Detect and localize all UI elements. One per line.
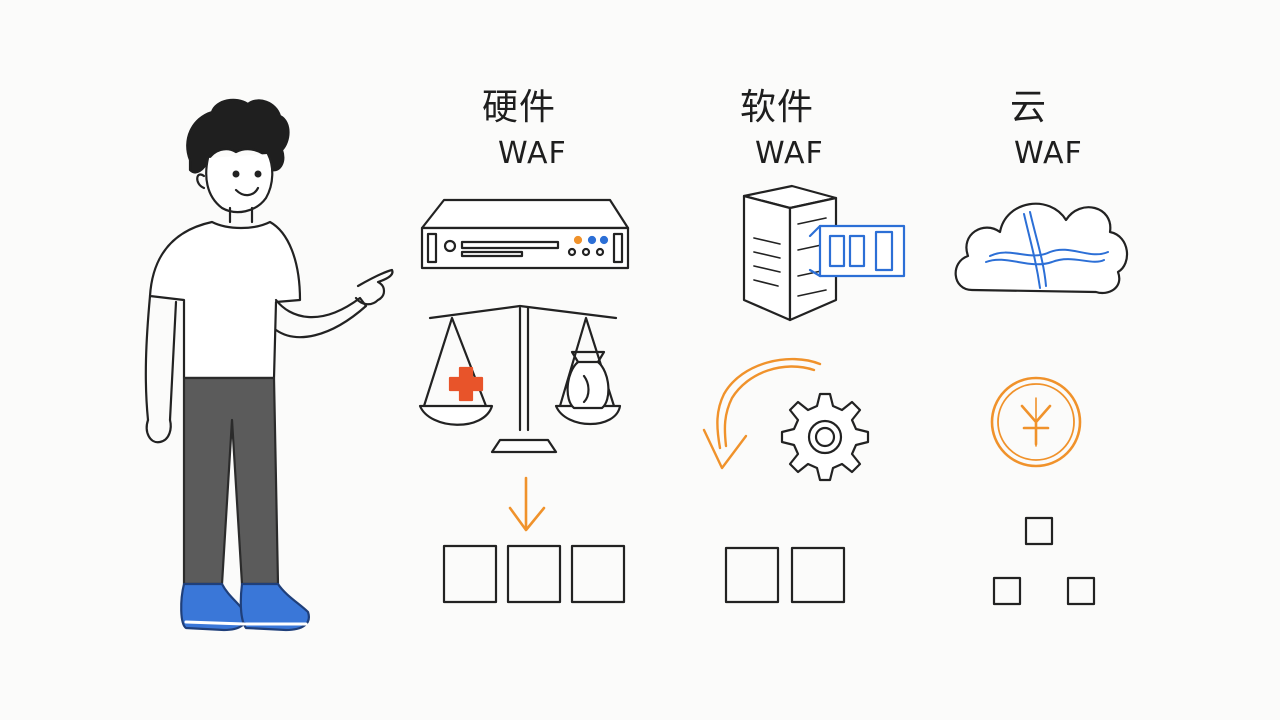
curved-arrow-icon bbox=[702, 357, 822, 470]
arm-left bbox=[144, 294, 178, 422]
hand-pointing bbox=[354, 268, 394, 306]
gear-icon bbox=[780, 392, 870, 482]
medical-cross-icon bbox=[448, 366, 484, 402]
col-hardware-title: 硬件 bbox=[482, 87, 557, 128]
coin-icon bbox=[990, 376, 1082, 468]
tower-pc-icon bbox=[742, 184, 838, 322]
down-arrow-icon bbox=[508, 476, 546, 532]
col-software-subtitle: WAF bbox=[755, 136, 824, 171]
shoe-soles bbox=[184, 620, 308, 626]
balance-scale-icon bbox=[418, 304, 622, 454]
col-cloud-title: 云 bbox=[1010, 87, 1048, 128]
hair bbox=[186, 98, 290, 174]
cloud-icon bbox=[954, 202, 1129, 295]
arm-right bbox=[274, 296, 368, 339]
eye-right bbox=[254, 170, 262, 178]
smile bbox=[234, 186, 260, 197]
ear bbox=[196, 173, 206, 190]
neck bbox=[228, 206, 254, 224]
hand-left bbox=[145, 418, 172, 444]
person-pointing bbox=[144, 98, 394, 632]
usb-drive-icon bbox=[808, 224, 906, 278]
col-cloud-subtitle: WAF bbox=[1014, 136, 1083, 171]
col-software-title: 软件 bbox=[740, 87, 815, 128]
shirt bbox=[148, 220, 302, 380]
col-hardware-subtitle: WAF bbox=[498, 136, 567, 171]
eye-left bbox=[232, 170, 240, 178]
hardware-boxes bbox=[442, 544, 626, 604]
pants bbox=[182, 376, 280, 586]
shoe-left bbox=[180, 582, 248, 632]
server-rack-icon bbox=[420, 198, 630, 270]
money-bag-icon bbox=[566, 350, 610, 410]
cloud-boxes bbox=[992, 516, 1096, 606]
software-boxes bbox=[724, 546, 846, 604]
face bbox=[205, 152, 274, 214]
